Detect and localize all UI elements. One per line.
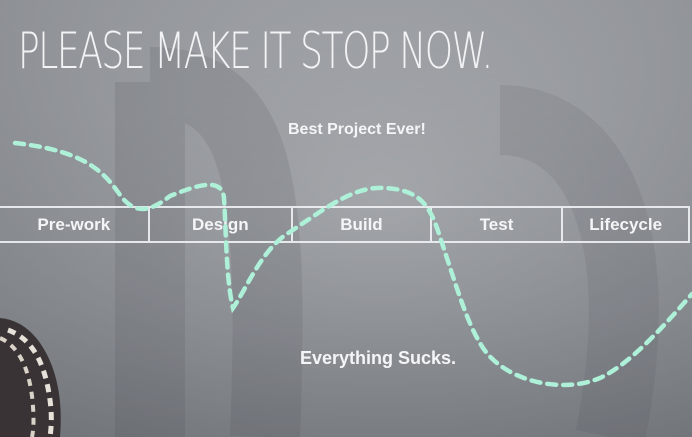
phase-test: Test [429, 208, 562, 241]
phase-build: Build [291, 208, 430, 241]
phase-bar: Pre-work Design Build Test Lifecycle [0, 206, 690, 243]
phase-lifecycle: Lifecycle [561, 208, 688, 241]
phase-design: Design [147, 208, 292, 241]
phase-prework: Pre-work [37, 214, 111, 234]
everything-sucks-label: Everything Sucks. [300, 348, 457, 368]
presenter-silhouette [0, 318, 61, 437]
slide-title: PLEASE MAKE IT STOP NOW. [18, 22, 493, 80]
best-project-label: Best Project Ever! [288, 121, 426, 138]
